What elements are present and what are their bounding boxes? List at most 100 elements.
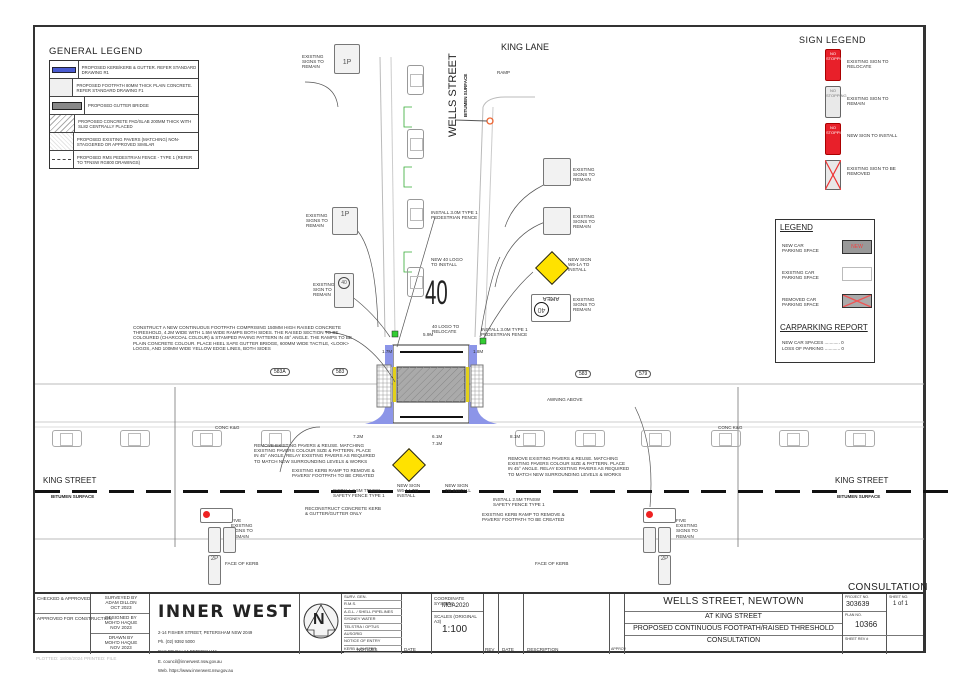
parking-legend-title: LEGEND — [780, 223, 813, 232]
pavers-swatch-icon — [50, 133, 74, 150]
king-surface-right: BITUMEN SURFACE — [837, 494, 881, 499]
notice-item: A.G.L. / SHELL PIPELINES — [344, 609, 402, 617]
lane-dash — [331, 490, 356, 493]
removed-car-icon — [842, 294, 872, 308]
lane-dash — [35, 490, 60, 493]
lane-dash — [479, 490, 504, 493]
dimension: 1.8m — [473, 349, 484, 354]
annotation: NEW 40 LOGO TO INSTALL — [431, 257, 463, 268]
north-arrow-cell: N — [300, 594, 342, 654]
lane-dash — [775, 490, 800, 493]
removed-sign-icon — [825, 160, 841, 190]
annotation: NEW SIGN TO INSTALL — [445, 483, 471, 494]
parked-car — [779, 430, 809, 447]
awning-label: AWNING ABOVE — [547, 397, 583, 402]
parking-1p-sign-icon: 1P — [334, 44, 360, 74]
project-no-cell: PROJECT NO. 303639 PLAN NO. 10366 SHEET … — [843, 594, 923, 654]
parked-car — [407, 65, 424, 95]
king-surface-left: BITUMEN SURFACE — [51, 494, 95, 499]
wells-street-label: WELLS STREET — [447, 53, 459, 137]
lane-dash — [220, 490, 245, 493]
lane-dash — [923, 490, 948, 493]
notice-item: TELSTRA / OPTUS — [344, 624, 402, 631]
notices-cell: SURV. GEN.R.M.S.A.G.L. / SHELL PIPELINES… — [342, 594, 402, 654]
king-street-left-label: KING STREET — [43, 476, 97, 485]
lane-dash — [886, 490, 911, 493]
title-block: CHECKED & APPROVED APPROVED FOR CONSTRUC… — [35, 592, 924, 673]
no-stopping-sign-icon — [643, 527, 656, 553]
no-parking-sign-icon — [643, 508, 676, 523]
legend-row-footpath: PROPOSED FOOTPATH 80mm THICK PLAIN CONCR… — [50, 79, 198, 97]
no-stopping-red-sign-icon: NO STOPPING — [825, 49, 847, 81]
existing-signs-pair-icon — [543, 158, 571, 186]
area-40-sign-icon: AREA 40 — [531, 294, 571, 322]
lane-dash — [109, 490, 134, 493]
legend-row-fence: PROPOSED RMS PEDESTRIAN FENCE - TYPE 1 (… — [50, 151, 198, 168]
lane-dash — [553, 490, 578, 493]
parking-1p-sign-icon: 1P — [332, 207, 358, 235]
notice-item: NOTICE OF ENTRY — [344, 638, 402, 646]
drawing-sheet: GENERAL LEGEND PROPOSED KERB/KERB & GUTT… — [33, 25, 948, 673]
parked-car — [407, 129, 424, 159]
description-col: DESCRIPTION — [524, 594, 610, 654]
consultation-stamp: CONSULTATION — [848, 582, 928, 593]
no-stopping-grey-sign-icon: NO STOPPING — [825, 86, 847, 118]
annotation: REMOVE EXISTING PAVERS & REUSE. MATCHING… — [254, 443, 376, 464]
parked-car — [192, 430, 222, 447]
annotation: INSTALL 2.5m TfNSW SAFETY FENCE TYPE 1 — [333, 488, 385, 499]
annotation: EXISTING SIGNS TO REMAIN — [573, 214, 595, 230]
general-legend: GENERAL LEGEND PROPOSED KERB/KERB & GUTT… — [49, 46, 199, 169]
ramp-label: RAMP — [497, 70, 511, 75]
parking-2p-sign-icon: 2P — [658, 555, 671, 585]
parked-car — [845, 430, 875, 447]
annotation: NEW SIGN W6-1A TO INSTALL — [397, 483, 421, 499]
lane-dash — [294, 490, 319, 493]
annotation: 40 LOGO TO RELOCATE — [432, 324, 460, 335]
existing-car-icon — [842, 267, 872, 281]
lane-dash — [812, 490, 837, 493]
kerb-swatch-icon — [50, 61, 79, 78]
fence-swatch-icon — [50, 151, 74, 168]
speed-40-pavement-marking: 40 — [425, 274, 448, 312]
lane-dash — [664, 490, 689, 493]
annotation: EXISTING SIGNS TO REMAIN — [306, 213, 328, 229]
sign-legend: SIGN LEGEND NO STOPPING EXISTING SIGN TO… — [797, 35, 927, 190]
parked-car — [711, 430, 741, 447]
gutter-bridge-swatch-icon — [50, 97, 85, 114]
no-stopping-sign-icon — [223, 527, 236, 553]
sheet-no-cell: SHEET NO. 1 of 1 — [889, 595, 909, 607]
parked-car — [52, 430, 82, 447]
clearway-sign-icon — [208, 527, 221, 553]
legend-row-pavers: PROPOSED EXISTING PAVERS (MATCHING) NON-… — [50, 133, 198, 151]
notice-item: SURV. GEN. — [344, 594, 402, 602]
no-parking-sign-icon — [200, 508, 233, 523]
parked-car — [407, 267, 424, 297]
lane-dash — [701, 490, 726, 493]
annotation: EXISTING KERB RAMP TO REMOVE & PAVERS' F… — [292, 468, 375, 479]
property-number: 583 — [575, 370, 592, 378]
annotation: INSTALL 2.5M TFNSW SAFETY FENCE TYPE 1 — [493, 497, 545, 508]
lane-dash — [368, 490, 393, 493]
notice-item: AUSGRID — [344, 631, 402, 639]
parking-2p-sign-icon: 2P — [208, 555, 221, 585]
annotation: NEW SIGN W6-1A TO INSTALL — [568, 257, 592, 273]
rev-col: REV — [484, 594, 499, 654]
lane-dash — [627, 490, 652, 493]
parked-car — [261, 430, 291, 447]
annotation: EXISTING SIGN TO REMAIN — [313, 282, 335, 298]
council-logo: INNER WEST — [158, 602, 293, 622]
parked-car — [407, 199, 424, 229]
existing-signs-pair-icon — [543, 207, 571, 235]
no-stopping-new-sign-icon: NO STOPPING — [825, 123, 847, 155]
lane-dash — [738, 490, 763, 493]
sign-legend-title: SIGN LEGEND — [799, 35, 867, 45]
lane-dash — [849, 490, 874, 493]
lane-dash — [146, 490, 171, 493]
annotation: FIVE EXISTING SIGNS TO REMAIN — [676, 518, 698, 539]
carparking-report-title: CARPARKING REPORT — [780, 323, 868, 332]
annotation: EXISTING KERB RAMP TO REMOVE & PAVERS' F… — [482, 512, 565, 523]
legend-row-concrete-pad: PROPOSED CONCRETE PAD/SLAB 200mm THICK W… — [50, 115, 198, 133]
property-number: 583A — [270, 368, 290, 376]
annotation: FIVE EXISTING SIGNS TO REMAIN — [231, 518, 253, 539]
wells-surface-label: BITUMEN SURFACE — [463, 73, 468, 117]
